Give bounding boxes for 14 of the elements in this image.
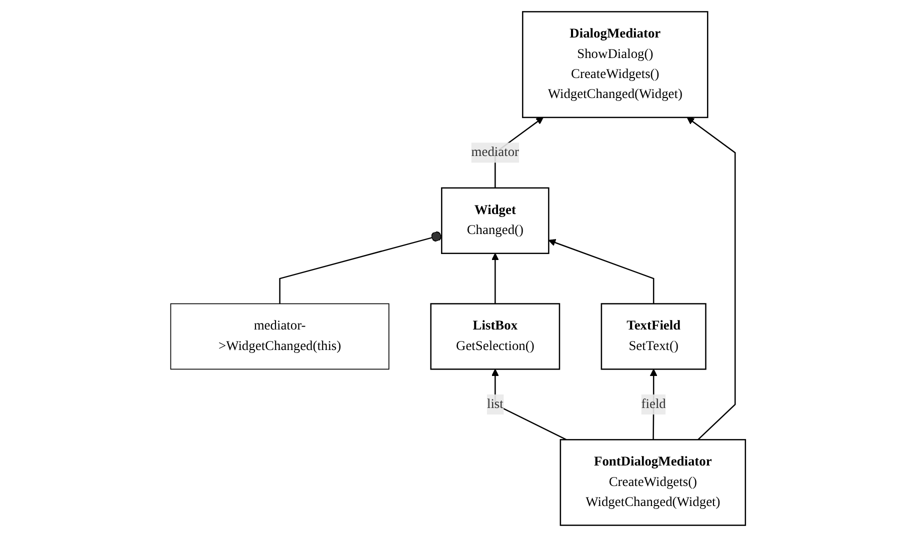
- arrow: [491, 368, 567, 440]
- node-box: DialogMediator ShowDialog() CreateWidgets() WidgetChanged(Widget): [522, 11, 708, 118]
- connector: [279, 231, 442, 304]
- edge-label: list: [486, 396, 504, 412]
- node-box: FontDialogMediator CreateWidgets() WidgetChanged(Widget): [560, 439, 746, 526]
- node-box: mediator->WidgetChanged(this): [170, 303, 390, 370]
- arrow: [491, 253, 499, 304]
- arrow: [686, 117, 736, 440]
- node-box: Widget Changed(): [440, 187, 550, 254]
- edge-label: field: [641, 396, 666, 412]
- edge-label: mediator: [471, 145, 519, 160]
- node-box: TextField SetText(): [600, 303, 706, 370]
- arrow: [548, 239, 654, 304]
- node-box: ListBox GetSelection(): [430, 303, 560, 370]
